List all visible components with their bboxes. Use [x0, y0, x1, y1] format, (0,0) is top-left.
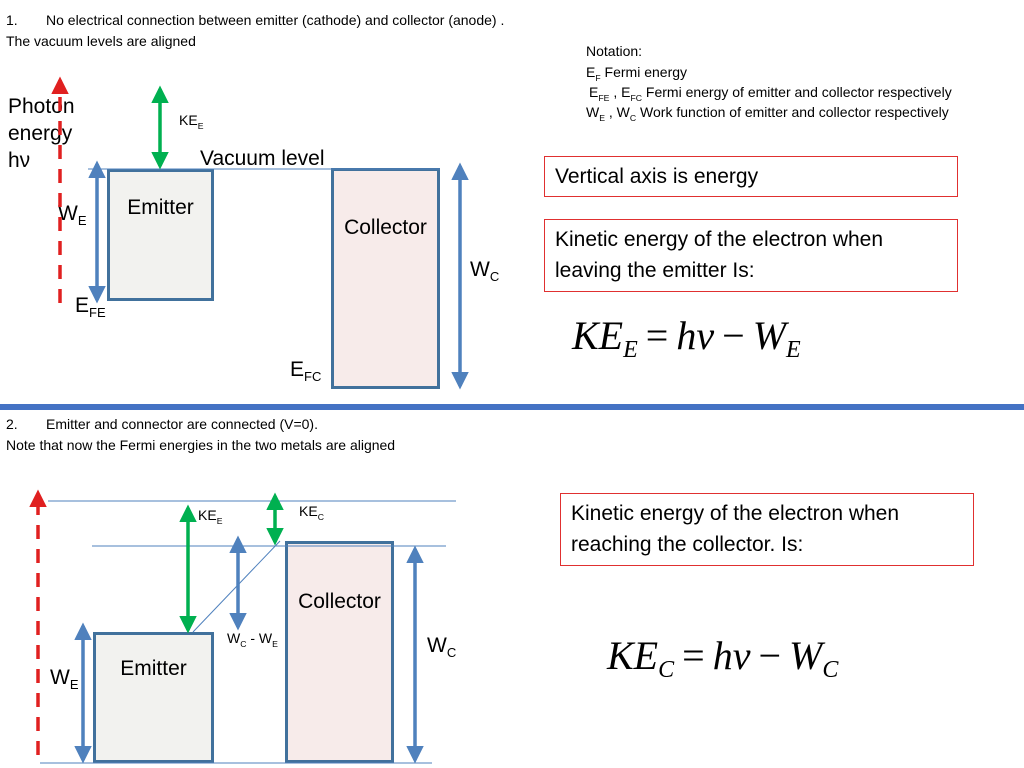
wc-label-1: WC [470, 258, 500, 285]
ke-reaching-box: Kinetic energy of the electron when reac… [560, 493, 974, 566]
efc-label: EFC [290, 358, 322, 385]
equation-ke-emitter: KEE=hν−WE [572, 313, 801, 363]
notation-line-2: EFE , EFC Fermi energy of emitter and co… [589, 84, 952, 103]
vacuum-level-label: Vacuum level [200, 147, 325, 170]
part1-heading-text: No electrical connection between emitter… [46, 12, 505, 28]
wc-label-2: WC [427, 634, 457, 661]
vertical-axis-box: Vertical axis is energy [544, 156, 958, 197]
notation-title: Notation: [586, 43, 643, 59]
collector-label-1: Collector [344, 216, 427, 239]
part2-number: 2. [6, 416, 18, 432]
part1-number: 1. [6, 12, 18, 28]
ke-leaving-box: Kinetic energy of the electron when leav… [544, 219, 958, 292]
emitter-label-1: Emitter [127, 196, 194, 219]
photon-energy-label: Photon energy hν [8, 95, 75, 172]
wc-we-label: WC - WE [227, 630, 278, 649]
ke-e-label-1: KEE [179, 112, 204, 131]
part1-subheading: The vacuum levels are aligned [6, 33, 196, 49]
part2-heading-text: Emitter and connector are connected (V=0… [46, 416, 318, 432]
collector-label-2: Collector [298, 590, 381, 613]
part2-heading: 2. Emitter and connector are connected (V… [6, 414, 318, 434]
ke-c-label: KEC [299, 503, 324, 522]
notation-line-1: EF Fermi energy [586, 64, 688, 83]
collector-block-1: Collector [331, 168, 440, 389]
equation-ke-collector: KEC=hν−WC [607, 633, 839, 683]
we-label-2: WE [50, 666, 79, 693]
ke-e-label-2: KEE [198, 507, 223, 526]
emitter-block-2: Emitter [93, 632, 214, 763]
section-divider [0, 404, 1024, 410]
emitter-label-2: Emitter [120, 657, 187, 680]
efe-label: EFE [75, 294, 106, 321]
part2-subheading: Note that now the Fermi energies in the … [6, 437, 396, 453]
emitter-block-1: Emitter [107, 169, 214, 301]
part1-heading: 1. No electrical connection between emitt… [6, 10, 504, 30]
notation-line-3: WE , WC Work function of emitter and col… [586, 104, 949, 123]
collector-block-2: Collector [285, 541, 394, 763]
we-label-1: WE [58, 202, 87, 229]
